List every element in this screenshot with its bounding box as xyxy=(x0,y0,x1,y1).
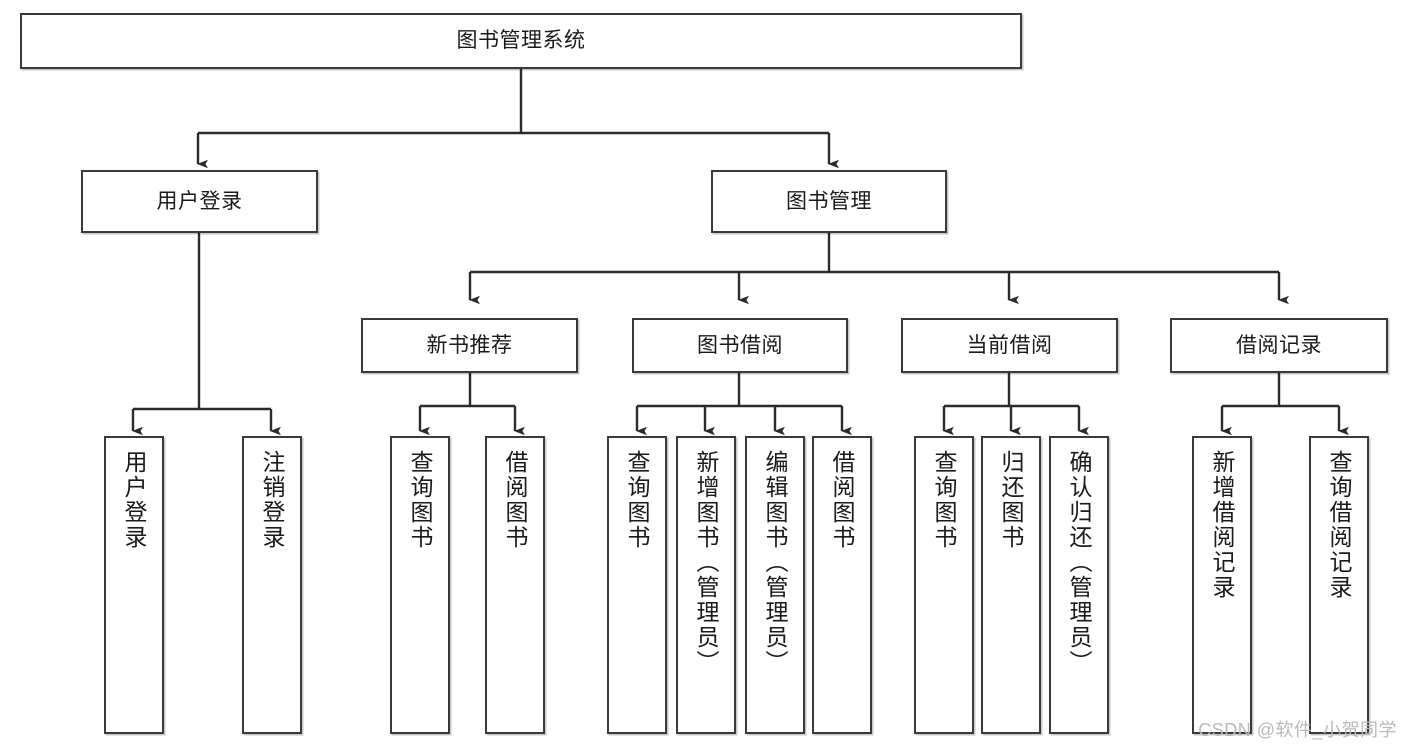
node-leaf-return-book[interactable]: 归还图书 xyxy=(981,436,1041,734)
node-new-book-recommend[interactable]: 新书推荐 xyxy=(361,318,578,373)
node-leaf-user-login-label: 用户登录 xyxy=(121,450,148,550)
node-leaf-add-record[interactable]: 新增借阅记录 xyxy=(1192,436,1252,734)
node-user-login[interactable]: 用户登录 xyxy=(81,170,318,233)
node-root[interactable]: 图书管理系统 xyxy=(20,13,1022,69)
node-borrow-record[interactable]: 借阅记录 xyxy=(1170,318,1388,373)
node-leaf-add-book-label: 新增图书（管理员） xyxy=(693,450,720,675)
node-book-borrow-label: 图书借阅 xyxy=(697,333,783,357)
node-leaf-query-book-2[interactable]: 查询图书 xyxy=(607,436,667,734)
node-leaf-edit-book-label: 编辑图书（管理员） xyxy=(762,450,789,675)
node-leaf-borrow-book-2[interactable]: 借阅图书 xyxy=(812,436,872,734)
node-leaf-borrow-book-1[interactable]: 借阅图书 xyxy=(485,436,545,734)
node-current-borrow-label: 当前借阅 xyxy=(966,333,1053,357)
node-leaf-user-logout[interactable]: 注销登录 xyxy=(242,436,302,734)
node-leaf-edit-book[interactable]: 编辑图书（管理员） xyxy=(745,436,805,734)
node-root-label: 图书管理系统 xyxy=(456,29,586,53)
node-leaf-query-book-3-label: 查询图书 xyxy=(931,450,958,550)
node-leaf-query-book-1-label: 查询图书 xyxy=(407,450,434,550)
node-leaf-add-book[interactable]: 新增图书（管理员） xyxy=(676,436,736,734)
node-leaf-borrow-book-1-label: 借阅图书 xyxy=(502,450,529,550)
node-leaf-borrow-book-2-label: 借阅图书 xyxy=(829,450,856,550)
node-borrow-record-label: 借阅记录 xyxy=(1236,333,1322,357)
node-leaf-return-book-label: 归还图书 xyxy=(998,450,1025,550)
node-leaf-query-book-1[interactable]: 查询图书 xyxy=(390,436,450,734)
node-book-borrow[interactable]: 图书借阅 xyxy=(632,318,848,373)
node-current-borrow[interactable]: 当前借阅 xyxy=(901,318,1118,373)
node-leaf-confirm-return-label: 确认归还（管理员） xyxy=(1066,450,1093,675)
node-book-management[interactable]: 图书管理 xyxy=(711,170,947,233)
node-user-login-label: 用户登录 xyxy=(156,189,243,213)
node-leaf-query-record-label: 查询借阅记录 xyxy=(1326,450,1353,600)
node-leaf-user-logout-label: 注销登录 xyxy=(259,450,286,550)
node-leaf-user-login[interactable]: 用户登录 xyxy=(104,436,164,734)
node-new-book-recommend-label: 新书推荐 xyxy=(426,333,513,357)
node-book-management-label: 图书管理 xyxy=(786,189,872,213)
node-leaf-query-book-3[interactable]: 查询图书 xyxy=(914,436,974,734)
node-leaf-query-book-2-label: 查询图书 xyxy=(624,450,651,550)
node-leaf-confirm-return[interactable]: 确认归还（管理员） xyxy=(1049,436,1109,734)
node-leaf-query-record[interactable]: 查询借阅记录 xyxy=(1309,436,1369,734)
node-leaf-add-record-label: 新增借阅记录 xyxy=(1209,450,1236,600)
